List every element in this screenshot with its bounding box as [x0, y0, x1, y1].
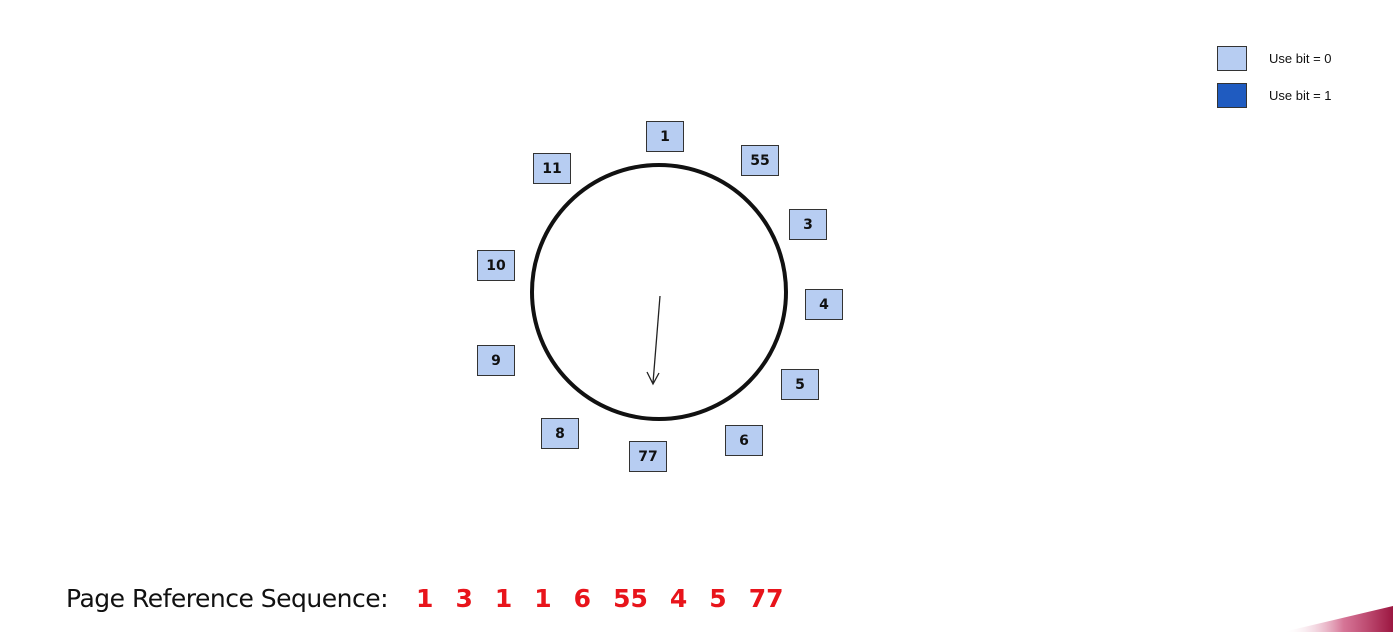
clock-circle	[530, 163, 788, 421]
sequence-item: 1	[494, 583, 513, 613]
sequence-item: 77	[748, 583, 784, 613]
frame-box-3: 3	[789, 209, 827, 240]
corner-accent-wedge	[1283, 606, 1393, 632]
frame-box-11: 11	[533, 153, 571, 184]
sequence-item: 55	[613, 583, 648, 613]
frame-box-6: 6	[725, 425, 763, 456]
legend-label-use-bit-1: Use bit = 1	[1269, 88, 1332, 103]
sequence-item: 1	[534, 583, 552, 613]
frame-box-5: 5	[781, 369, 819, 400]
frame-box-4: 4	[805, 289, 843, 320]
sequence-item: 4	[669, 583, 688, 613]
frame-box-8: 8	[541, 418, 579, 449]
legend-swatch-use-bit-0	[1217, 46, 1247, 71]
corner-accent-shape	[1283, 606, 1393, 632]
frame-box-10: 10	[477, 250, 515, 281]
clock-hand-arrowhead	[646, 371, 660, 386]
legend-item-use-bit-1: Use bit = 1	[1217, 83, 1332, 108]
sequence-item: 6	[573, 583, 592, 613]
sequence-item: 3	[455, 583, 473, 613]
sequence-item: 5	[709, 583, 727, 613]
sequence-item: 1	[416, 583, 434, 613]
sequence-items: 1 3 1 1 6 55 4 5 77	[416, 584, 805, 613]
sequence-label: Page Reference Sequence:	[66, 583, 389, 613]
frame-box-1: 1	[646, 121, 684, 152]
clock-hand	[652, 295, 661, 384]
legend-item-use-bit-0: Use bit = 0	[1217, 46, 1332, 71]
legend-label-use-bit-0: Use bit = 0	[1269, 51, 1332, 66]
legend-swatch-use-bit-1	[1217, 83, 1247, 108]
frame-box-9: 9	[477, 345, 515, 376]
frame-box-55: 55	[741, 145, 779, 176]
frame-box-77: 77	[629, 441, 667, 472]
page-reference-sequence: Page Reference Sequence: 1 3 1 1 6 55 4 …	[66, 578, 805, 618]
